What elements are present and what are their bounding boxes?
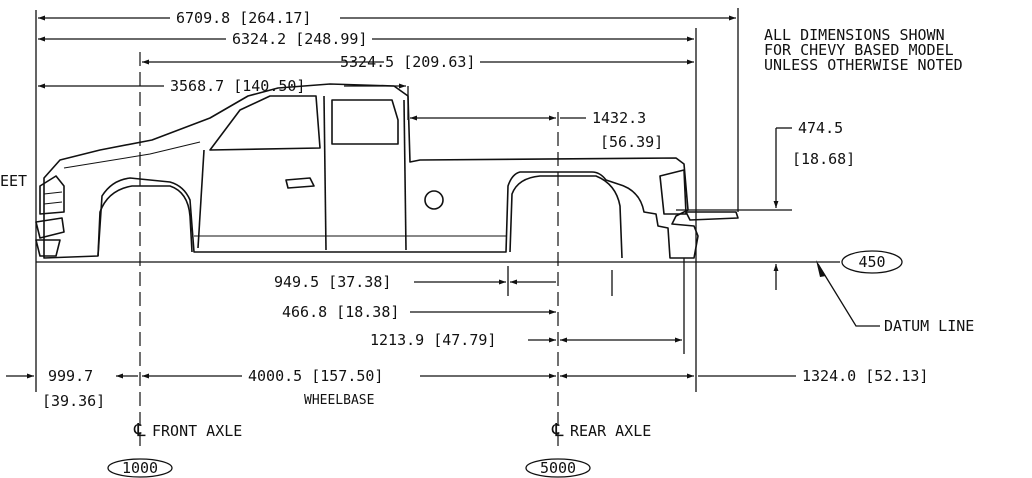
datum-line-graphic: [36, 250, 903, 327]
rear-axle-balloon: 5000: [525, 458, 591, 478]
front-axle-centerline-symbol: ℄: [133, 420, 146, 441]
dim-box-to-rear-axle-in: [56.39]: [600, 133, 663, 151]
rear-axle-centerline-symbol: ℄: [551, 420, 564, 441]
rear-axle-label: REAR AXLE: [570, 422, 651, 440]
dim-wheelbase: 4000.5 [157.50]: [248, 367, 383, 385]
wheelbase-label: WHEELBASE: [304, 393, 374, 408]
extension-lines: [35, 8, 792, 392]
dim-front-to-cab-back: 3568.7 [140.50]: [170, 77, 305, 95]
note-line-2: FOR CHEVY BASED MODEL: [764, 41, 954, 59]
dim-front-axle-to-rear: 5324.5 [209.63]: [340, 53, 475, 71]
dim-rear-overhang: 1324.0 [52.13]: [802, 367, 928, 385]
dimension-lines: [6, 15, 796, 379]
dim-466: 466.8 [18.38]: [282, 303, 399, 321]
dim-hitch-height-mm: 474.5: [798, 119, 843, 137]
note-line-1: ALL DIMENSIONS SHOWN: [764, 26, 945, 44]
front-axle-balloon-value: 1000: [122, 459, 158, 477]
dim-front-overhang-mm: 999.7: [48, 367, 93, 385]
datum-balloon-value: 450: [858, 253, 885, 271]
dim-overall-length: 6709.8 [264.17]: [176, 9, 311, 27]
dim-box-to-rear-axle-mm: 1432.3: [592, 109, 646, 127]
datum-line-label: DATUM LINE: [884, 317, 974, 335]
sheet-fragment-label: EET: [0, 172, 27, 190]
truck-outline: [35, 83, 739, 259]
datum-balloon: 450: [858, 253, 885, 271]
front-axle-label: FRONT AXLE: [152, 422, 242, 440]
axle-centerlines: [139, 52, 559, 448]
front-axle-balloon: 1000: [107, 458, 173, 478]
rear-axle-balloon-value: 5000: [540, 459, 576, 477]
dim-length-to-bumper: 6324.2 [248.99]: [232, 30, 367, 48]
dim-1213: 1213.9 [47.79]: [370, 331, 496, 349]
dim-949: 949.5 [37.38]: [274, 273, 391, 291]
dim-front-overhang-in: [39.36]: [42, 392, 105, 410]
dim-hitch-height-in: [18.68]: [792, 150, 855, 168]
note-line-3: UNLESS OTHERWISE NOTED: [764, 56, 963, 74]
